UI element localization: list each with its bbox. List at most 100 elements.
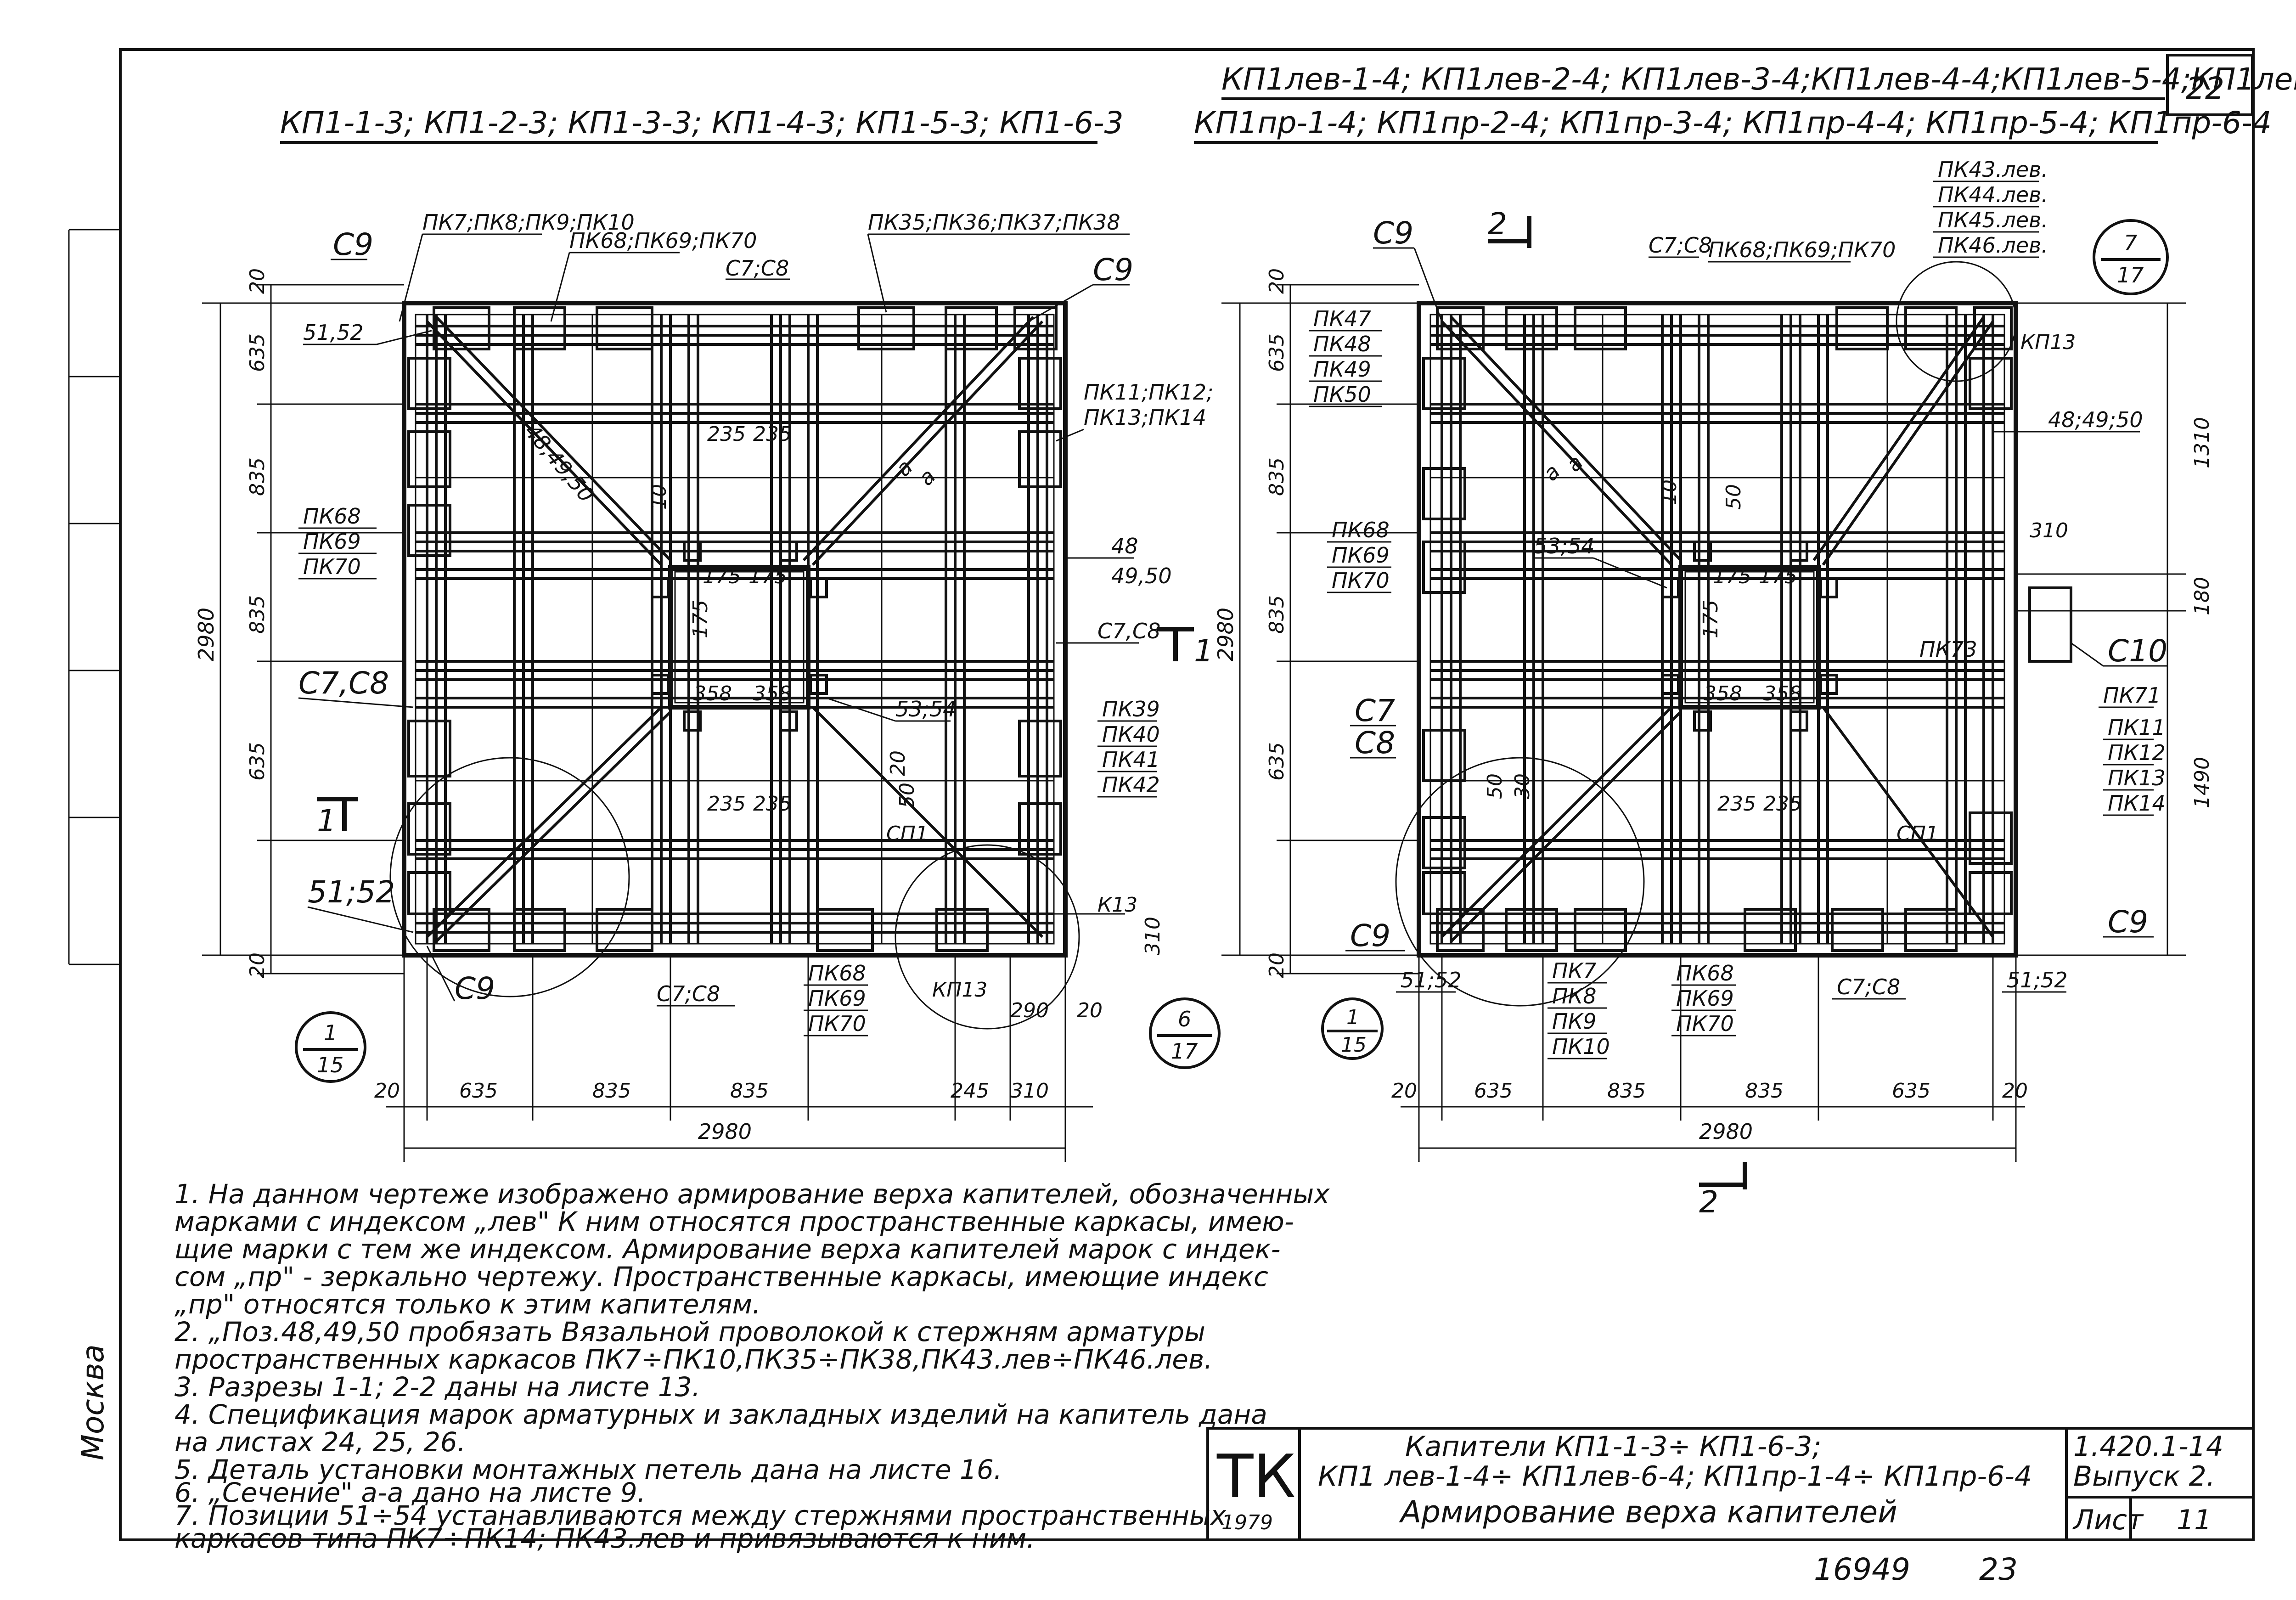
right-dim-h-1: 635 (1474, 1079, 1513, 1103)
right-plan-rebar-vertical (1441, 315, 1994, 944)
left-inner-50: 50 (895, 783, 919, 808)
left-inner-10: 10 (647, 484, 671, 510)
left-dim-v-3: 835 (246, 595, 269, 634)
right-label-pk45: ПК45.лев. (1938, 208, 2048, 232)
right-callout-7-17: 7 17 (2093, 219, 2169, 295)
right-dim-h-5: 20 (2002, 1079, 2028, 1103)
right-label-pk68-70-top: ПК68;ПК69;ПК70 (1708, 237, 1896, 262)
right-label-pk43: ПК43.лев. (1938, 157, 2048, 182)
left-label-sp1: СП1 (886, 822, 929, 845)
left-plan-labels: ПК7;ПК8;ПК9;ПК10 ПК68;ПК69;ПК70 ПК35;ПК3… (298, 210, 1214, 1037)
left-callout-right-num: 6 (1178, 1007, 1191, 1031)
side-stamp: Москва (75, 1344, 111, 1460)
left-section-1-left: 1 (317, 803, 336, 839)
left-label-5354: 53;54 (895, 697, 957, 721)
right-label-pk13: ПК13 (2108, 766, 2166, 790)
left-plan-left-blocks (407, 357, 451, 915)
left-label-5152-bottom: 51;52 (308, 874, 395, 910)
left-label-pk40: ПК40 (1102, 722, 1160, 747)
right-inner-175b: 175 (1759, 565, 1797, 588)
left-plan-title: КП1-1-3; КП1-2-3; КП1-3-3; КП1-4-3; КП1-… (280, 105, 1124, 141)
right-dim-r-1: 180 (2190, 577, 2214, 615)
right-label-pk11: ПК11 (2108, 715, 2166, 740)
title-line3: Армирование верха капителей (1399, 1494, 1897, 1530)
left-inner-175v: 175 (689, 600, 712, 638)
right-inner-10: 10 (1658, 479, 1681, 505)
left-label-c9-tr: С9 (1093, 252, 1133, 287)
right-inner-30: 30 (1511, 773, 1534, 799)
series-code: 1.420.1-14 (2073, 1431, 2223, 1463)
issue: Выпуск 2. (2073, 1460, 2215, 1493)
right-label-pk7: ПК7 (1552, 958, 1597, 983)
right-dim-v-4: 635 (1265, 742, 1289, 781)
right-dim-v-3: 835 (1265, 595, 1289, 634)
sheet-number-box: 22 (2166, 54, 2254, 116)
right-dim-h-3: 835 (1745, 1079, 1784, 1103)
title-line2: КП1 лев-1-4÷ КП1лев-6-4; КП1пр-1-4÷ КП1п… (1318, 1460, 2032, 1493)
right-label-c7c8-top: С7;С8 (1649, 233, 1712, 258)
note-line-2: щие марки с тем же индексом. Армирование… (174, 1234, 1281, 1265)
right-label-pk50: ПК50 (1313, 382, 1371, 407)
right-dim-v-2: 835 (1265, 457, 1289, 496)
stamp-tk: ТК (1216, 1442, 1296, 1511)
right-dim-h-4: 635 (1892, 1079, 1930, 1103)
left-inner-310: 310 (1141, 917, 1165, 955)
right-label-pk14: ПК14 (2108, 791, 2166, 816)
left-plan-center-opening (651, 541, 828, 732)
right-inner-235b: 235 (1763, 792, 1802, 816)
right-label-pk68-b: ПК68 (1676, 961, 1734, 986)
right-label-485950: 48;49;50 (2048, 407, 2143, 432)
left-label-c9-tl: С9 (333, 227, 373, 262)
right-inner-235a: 235 (1717, 792, 1756, 816)
right-inner-50b: 50 (1722, 484, 1745, 510)
left-label-pk69: ПК69 (303, 529, 361, 554)
footer-marks: 16949 23 (1814, 1552, 2018, 1587)
left-dim-h-3: 835 (730, 1079, 769, 1103)
right-plan-vertical-dims: 20 635 835 835 635 20 2980 (1213, 268, 1419, 978)
right-callout-1-15: 1 15 (1321, 997, 1384, 1060)
left-label-kp13: КП13 (932, 978, 987, 1002)
left-inner-20: 20 (1077, 999, 1103, 1022)
left-dim-v-4: 635 (246, 742, 269, 781)
left-dim-v-5: 20 (246, 952, 269, 978)
right-label-5152-r: 51;52 (2007, 968, 2068, 992)
right-plan-inner-dims: 310 175 175 175 358 358 235 235 50 10 30… (1483, 479, 2068, 816)
right-inner-358b: 358 (1763, 682, 1802, 705)
right-label-pk10: ПК10 (1552, 1034, 1610, 1059)
left-label-pk11-14-b: ПК13;ПК14 (1084, 405, 1206, 430)
right-dim-r-2: 1490 (2190, 757, 2214, 808)
left-label-pk11-14-a: ПК11;ПК12; (1084, 380, 1214, 405)
left-label-pk41: ПК41 (1102, 747, 1160, 772)
right-inner-358a: 358 (1704, 682, 1742, 705)
right-label-pk49: ПК49 (1313, 357, 1371, 382)
left-label-pk68-70-top: ПК68;ПК69;ПК70 (569, 228, 757, 253)
right-dim-h-0: 20 (1391, 1079, 1417, 1103)
left-label-c7c8-top: С7;С8 (726, 256, 789, 281)
left-label-pk35-38: ПК35;ПК36;ПК37;ПК38 (868, 210, 1120, 235)
note-line-9: на листах 24, 25, 26. (174, 1426, 466, 1458)
left-dim-h-0: 20 (374, 1079, 400, 1103)
right-callout-left-sheet: 15 (1341, 1033, 1367, 1057)
left-plan-inner-dims: 235 235 175 175 175 358 358 235 235 290 … (647, 423, 1165, 1022)
left-callout-right-sheet: 17 (1171, 1039, 1198, 1064)
right-section-2-bottom: 2 (1699, 1184, 1718, 1220)
left-plan: КП1-1-3; КП1-2-3; КП1-3-3; КП1-4-3; КП1-… (194, 105, 1221, 1162)
right-callout-right-num: 7 (2124, 231, 2137, 255)
note-line-11: 6. „Сечение" а-а дано на листе 9. (174, 1477, 646, 1508)
note-line-6: пространственных каркасов ПК7÷ПК10,ПК35÷… (174, 1344, 1213, 1375)
right-section-2-top: 2 (1488, 206, 1507, 242)
right-label-pk69: ПК69 (1332, 543, 1390, 568)
left-plan-vertical-dims: 20 635 835 835 635 20 2980 (194, 268, 404, 978)
copy-number: 23 (1979, 1552, 2018, 1587)
left-label-pk70-b: ПК70 (808, 1011, 866, 1036)
right-label-pk69-b: ПК69 (1676, 986, 1734, 1011)
right-callout-right-sheet: 17 (2117, 263, 2144, 287)
right-label-pk47: ПК47 (1313, 306, 1371, 331)
right-label-c10: С10 (2108, 633, 2167, 669)
right-dim-h-2: 835 (1607, 1079, 1646, 1103)
note-line-12: 7. Позиции 51÷54 устанавливаются между с… (174, 1500, 1227, 1531)
right-inner-50: 50 (1483, 773, 1507, 799)
left-inner-175a: 175 (703, 565, 741, 588)
left-plan-horizontal-dims: 20 635 835 835 245 310 2980 (374, 955, 1093, 1162)
